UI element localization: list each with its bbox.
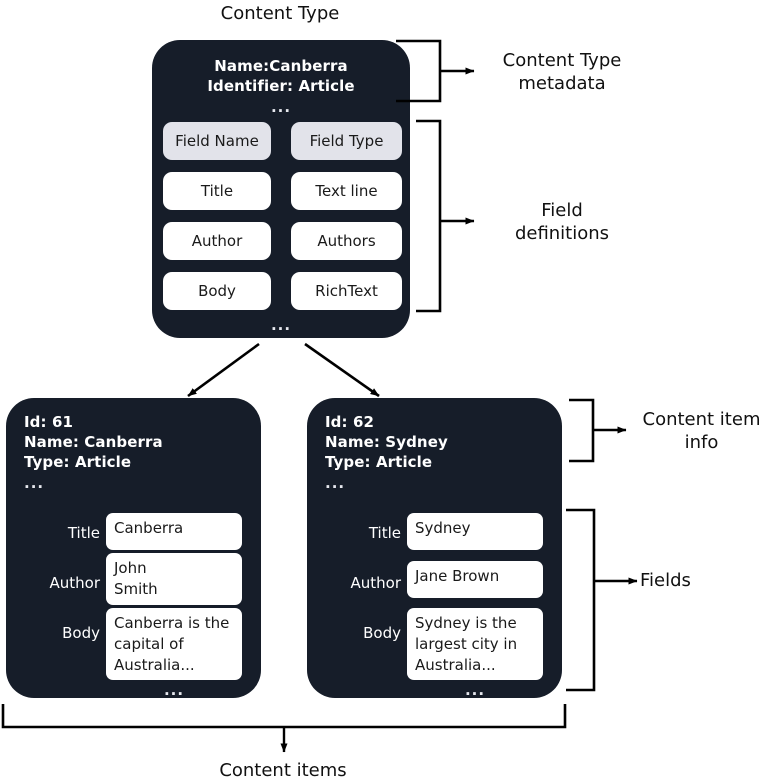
annotation-content-item-info: Content item info (642, 409, 761, 453)
field-definitions-ellipsis: ... (270, 316, 292, 334)
diagram-top-caption: Content Type (220, 3, 340, 24)
field-name-column-header: Field Name (163, 122, 271, 160)
content-item-name-62: Name: Sydney (325, 433, 448, 451)
content-item-field-value-title-61: Canberra (106, 513, 242, 550)
content-item-id-62: Id: 62 (325, 413, 375, 431)
content-item-field-label-body-62: Body (363, 624, 401, 642)
field-definition-name-author: Author (163, 222, 271, 260)
field-definition-type-author: Authors (291, 222, 402, 260)
content-type-card: Name:Canberra Identifier: Article ... Fi… (152, 40, 410, 338)
annotation-fields: Fields (640, 570, 691, 591)
bracket-field-definitions (416, 119, 475, 313)
content-item-field-value-author-61: John Smith (106, 553, 242, 605)
content-item-field-label-title-61: Title (67, 524, 100, 542)
content-item-field-label-title-62: Title (368, 524, 401, 542)
content-item-field-label-author-62: Author (350, 574, 401, 592)
arrow-content-type-to-item-62 (304, 342, 380, 398)
annotation-field-definitions: Field definitions (514, 200, 610, 244)
content-type-name: Name:Canberra (214, 57, 348, 75)
content-item-info-block-61: Id: 61 Name: Canberra Type: Article (24, 412, 254, 472)
field-definition-type-title: Text line (291, 172, 402, 210)
content-item-card-62: Id: 62 Name: Sydney Type: Article ... Ti… (307, 398, 562, 698)
bracket-content-item-info (569, 398, 627, 463)
content-item-info-block-62: Id: 62 Name: Sydney Type: Article (325, 412, 555, 472)
content-item-field-value-body-62: Sydney is the largest city in Australia.… (407, 608, 543, 680)
content-item-card-61: Id: 61 Name: Canberra Type: Article ... … (6, 398, 261, 698)
content-item-field-value-body-61: Canberra is the capital of Australia... (106, 608, 242, 680)
content-item-id-61: Id: 61 (24, 413, 74, 431)
bracket-content-items (1, 704, 567, 753)
content-item-field-label-author-61: Author (49, 574, 100, 592)
content-item-name-61: Name: Canberra (24, 433, 163, 451)
content-type-identifier: Identifier: Article (207, 77, 355, 95)
content-item-info-ellipsis-61: ... (24, 474, 45, 492)
content-item-type-61: Type: Article (24, 453, 132, 471)
field-definition-type-body: RichText (291, 272, 402, 310)
bracket-fields (566, 508, 638, 692)
content-item-fields-ellipsis-61: ... (163, 681, 185, 699)
field-definition-name-title: Title (163, 172, 271, 210)
field-definition-name-body: Body (163, 272, 271, 310)
diagram-bottom-caption: Content items (219, 760, 347, 781)
arrow-content-type-to-item-61 (187, 342, 260, 398)
field-type-column-header: Field Type (291, 122, 402, 160)
content-item-field-value-title-62: Sydney (407, 513, 543, 550)
content-item-field-value-author-62: Jane Brown (407, 561, 543, 598)
content-item-fields-ellipsis-62: ... (464, 681, 486, 699)
content-type-metadata-block: Name:Canberra Identifier: Article (152, 56, 410, 96)
content-item-info-ellipsis-62: ... (325, 474, 346, 492)
annotation-content-type-metadata: Content Type metadata (502, 50, 622, 94)
content-item-type-62: Type: Article (325, 453, 433, 471)
content-type-meta-ellipsis: ... (270, 98, 292, 116)
content-item-field-label-body-61: Body (62, 624, 100, 642)
